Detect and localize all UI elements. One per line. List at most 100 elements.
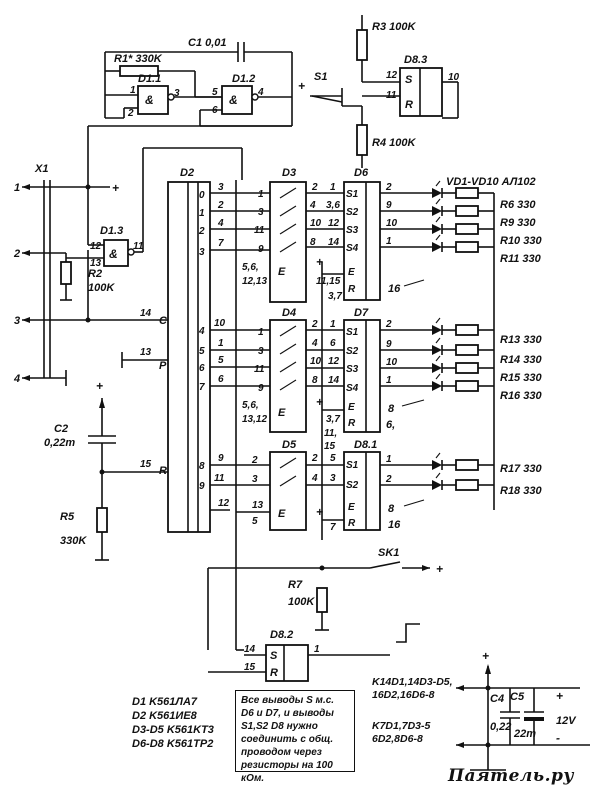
svg-text:7: 7 <box>218 238 224 249</box>
svg-text:R10 330: R10 330 <box>500 235 542 247</box>
svg-text:1: 1 <box>314 644 320 655</box>
svg-text:E: E <box>278 266 286 278</box>
svg-text:R: R <box>348 418 356 429</box>
d5-label: D5 <box>282 439 297 451</box>
svg-text:12: 12 <box>218 498 230 509</box>
svg-text:9: 9 <box>218 453 224 464</box>
svg-text:R13 330: R13 330 <box>500 334 542 346</box>
svg-text:S1: S1 <box>346 460 359 471</box>
svg-text:4: 4 <box>309 200 316 211</box>
svg-text:8: 8 <box>388 503 395 515</box>
supply-minus-pins: K7D1,7D3-5 6D2,8D6-8 <box>372 720 431 745</box>
led-icon <box>432 325 442 335</box>
svg-text:R15 330: R15 330 <box>500 372 542 384</box>
svg-text:9: 9 <box>258 244 264 255</box>
svg-text:10: 10 <box>310 218 322 229</box>
svg-text:0: 0 <box>199 190 205 201</box>
svg-text:12,13: 12,13 <box>242 276 267 287</box>
svg-text:3: 3 <box>252 474 258 485</box>
svg-text:12: 12 <box>328 218 340 229</box>
svg-text:5: 5 <box>199 346 205 357</box>
led-icon <box>432 242 442 252</box>
r3-label: R3 100K <box>372 21 416 33</box>
svg-text:+: + <box>112 181 119 195</box>
d2-outputs: 0 1 2 3 4 5 6 7 8 9 3 2 4 7 10 1 5 6 9 1… <box>198 182 270 511</box>
svg-text:2: 2 <box>311 182 318 193</box>
d3-label: D3 <box>282 167 296 179</box>
resistor-icon <box>455 479 479 491</box>
svg-text:R: R <box>270 667 278 679</box>
d1-1-label: D1.1 <box>138 73 161 85</box>
c4-label: C4 <box>490 693 504 705</box>
svg-text:S3: S3 <box>346 364 359 375</box>
svg-text:+: + <box>316 395 323 409</box>
c5-value: 22m <box>513 728 536 740</box>
svg-text:2: 2 <box>13 248 20 260</box>
svg-text:3: 3 <box>330 473 336 484</box>
sk1-group: + SK1 R7 100K S R D8.2 14 15 1 <box>207 547 443 682</box>
svg-text:R: R <box>405 99 413 111</box>
svg-text:13: 13 <box>140 347 152 358</box>
led-icon <box>432 480 442 490</box>
svg-text:11: 11 <box>254 225 265 236</box>
annotations-handwritten: 16 8 6, 8 16 <box>386 279 425 531</box>
svg-text:E: E <box>278 407 286 419</box>
resistor-icon <box>455 223 479 235</box>
svg-text:11,: 11, <box>324 428 337 439</box>
trigger-pin-label: 1 <box>386 236 392 247</box>
svg-text:11: 11 <box>214 473 225 484</box>
r5-value: 330K <box>60 535 87 547</box>
logo: Паятель.ру <box>448 766 575 786</box>
svg-text:S1: S1 <box>346 189 359 200</box>
svg-text:1: 1 <box>258 189 264 200</box>
svg-text:1: 1 <box>199 208 205 219</box>
svg-text:+: + <box>556 689 563 703</box>
chip-d3-d5: D3-D5 K561KT3 <box>132 724 214 736</box>
trigger-pin-label: 10 <box>386 357 398 368</box>
svg-text:14: 14 <box>328 375 340 386</box>
trigger-pin-label: 2 <box>385 474 392 485</box>
svg-text:+: + <box>316 505 323 519</box>
svg-text:14: 14 <box>244 644 256 655</box>
svg-text:5: 5 <box>330 453 336 464</box>
d7-label: D7 <box>354 307 369 319</box>
svg-text:4: 4 <box>257 87 264 98</box>
svg-text:8: 8 <box>312 375 318 386</box>
trigger-pin-label: 10 <box>386 218 398 229</box>
svg-text:S: S <box>405 74 413 86</box>
s1-switch-group: R3 100K S1 R4 100K S R D8.3 12 11 10 <box>310 15 460 168</box>
svg-text:3,7: 3,7 <box>328 291 342 302</box>
svg-text:1: 1 <box>258 327 264 338</box>
trigger-pin-label: 9 <box>386 339 392 350</box>
svg-text:7: 7 <box>199 382 205 393</box>
led-icon <box>432 363 442 373</box>
svg-text:16: 16 <box>388 283 401 295</box>
svg-text:3: 3 <box>199 247 205 258</box>
svg-text:P: P <box>159 360 167 372</box>
svg-text:4: 4 <box>311 473 318 484</box>
reset-network: + C2 0,22m R5 330K <box>44 379 116 561</box>
r5-label: R5 <box>60 511 75 523</box>
svg-text:5: 5 <box>252 516 258 527</box>
svg-text:10: 10 <box>310 356 322 367</box>
d8-1-label: D8.1 <box>354 439 377 451</box>
svg-text:R11 330: R11 330 <box>500 253 542 265</box>
svg-text:16: 16 <box>388 519 401 531</box>
trigger-pin-label: 1 <box>386 454 392 465</box>
svg-text:13: 13 <box>252 500 264 511</box>
svg-text:2: 2 <box>217 200 224 211</box>
d2-label: D2 <box>180 167 194 179</box>
d8-2-label: D8.2 <box>270 629 293 641</box>
svg-text:14: 14 <box>328 237 340 248</box>
resistor-icon <box>455 380 479 392</box>
svg-text:+: + <box>96 379 103 393</box>
c4-value: 0,22 <box>490 721 511 733</box>
svg-text:11: 11 <box>133 241 144 252</box>
svg-text:6: 6 <box>199 363 205 374</box>
svg-text:13: 13 <box>90 258 102 269</box>
led-icon <box>432 345 442 355</box>
r2-label: R2 <box>88 268 102 280</box>
svg-text:E: E <box>348 502 355 513</box>
